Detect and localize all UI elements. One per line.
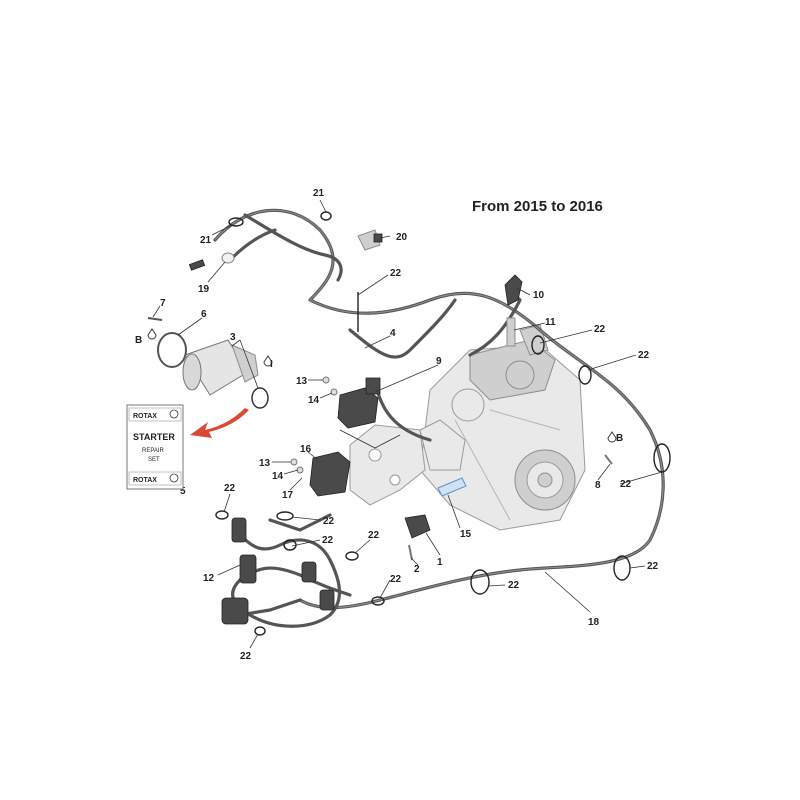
callout-22: 22 <box>620 479 632 490</box>
repair-set-brand-top: ROTAX <box>133 413 157 420</box>
starter-repair-set-card: ROTAX STARTER REPAIR SET ROTAX <box>126 404 184 490</box>
engine-block <box>349 324 586 531</box>
callout-4: 4 <box>390 328 396 339</box>
callout-22: 22 <box>323 516 335 527</box>
repair-set-brand-bottom: ROTAX <box>133 477 157 484</box>
callout-numbers: 1 2 3 4 5 6 7 8 9 10 11 12 13 13 14 14 1… <box>135 188 659 662</box>
callout-9: 9 <box>436 356 442 367</box>
callout-6: 6 <box>201 309 207 320</box>
diagram-title: From 2015 to 2016 <box>472 198 603 215</box>
cable-ties <box>215 211 671 636</box>
callout-8: 8 <box>595 480 601 491</box>
callout-18: 18 <box>588 617 600 628</box>
callout-12: 12 <box>203 573 215 584</box>
callout-22: 22 <box>508 580 520 591</box>
callout-22: 22 <box>594 324 606 335</box>
callout-22: 22 <box>224 483 236 494</box>
callout-22: 22 <box>322 535 334 546</box>
callout-3: 3 <box>230 332 236 343</box>
callout-22: 22 <box>638 350 650 361</box>
mark-i: I <box>270 359 273 370</box>
callout-1: 1 <box>437 557 443 568</box>
callout-2: 2 <box>414 564 420 575</box>
callout-22: 22 <box>368 530 380 541</box>
electrical-parts <box>147 229 617 625</box>
callout-22: 22 <box>240 651 252 662</box>
callout-11: 11 <box>545 317 556 328</box>
mark-b: B <box>135 335 142 346</box>
leader-lines <box>152 199 663 649</box>
main-harness <box>213 208 665 628</box>
callout-16: 16 <box>300 444 312 455</box>
repair-set-heading: STARTER <box>133 432 175 442</box>
callout-10: 10 <box>533 290 545 301</box>
callout-13: 13 <box>259 458 271 469</box>
callout-22: 22 <box>390 574 402 585</box>
callout-21: 21 <box>200 235 212 246</box>
repair-set-line2: SET <box>148 457 160 463</box>
mark-b: B <box>616 433 623 444</box>
callout-19: 19 <box>198 284 210 295</box>
callout-22: 22 <box>647 561 659 572</box>
callout-15: 15 <box>460 529 472 540</box>
callout-5: 5 <box>180 486 186 497</box>
callout-17: 17 <box>282 490 294 501</box>
callout-14: 14 <box>308 395 320 406</box>
callout-14: 14 <box>272 471 284 482</box>
callout-13: 13 <box>296 376 308 387</box>
repair-set-line1: REPAIR <box>142 448 165 454</box>
callout-20: 20 <box>396 232 408 243</box>
callout-21: 21 <box>313 188 325 199</box>
callout-22: 22 <box>390 268 402 279</box>
callout-7: 7 <box>160 298 166 309</box>
